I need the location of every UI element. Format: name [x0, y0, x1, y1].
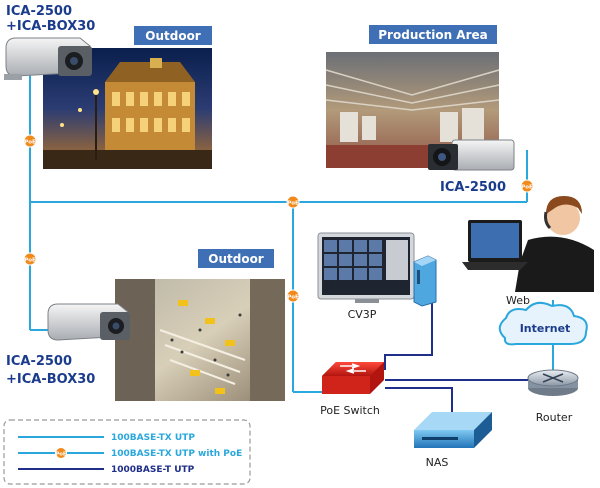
tag-outdoor-top: Outdoor [134, 26, 212, 45]
label-web: Web [506, 294, 530, 307]
poe-badges: PoE PoE PoE PoE PoE [23, 134, 534, 303]
svg-text:PoE: PoE [24, 140, 36, 146]
svg-text:PoE: PoE [24, 258, 36, 264]
label-cv3p: CV3P [348, 308, 377, 321]
camera-production-icon [428, 139, 515, 171]
svg-text:PoE: PoE [521, 185, 533, 191]
svg-text:PoE: PoE [56, 452, 67, 458]
label-camera-top-housing: +ICA-BOX30 [6, 19, 95, 34]
tag-production-area: Production Area [369, 25, 497, 44]
web-user-icon [462, 196, 594, 292]
legend-label-utp: 100BASE-TX UTP [111, 433, 195, 443]
poe-switch-icon [322, 362, 384, 394]
legend-label-utp-poe: 100BASE-TX UTP with PoE [111, 449, 242, 459]
tag-outdoor-top-label: Outdoor [145, 29, 201, 43]
poe-badge-center-top: PoE [286, 195, 300, 209]
svg-text:PoE: PoE [287, 295, 299, 301]
nas-icon [414, 412, 492, 448]
legend-item-utp: 100BASE-TX UTP [18, 433, 195, 443]
poe-badge-left-lower: PoE [23, 252, 37, 266]
legend: 100BASE-TX UTP PoE 100BASE-TX UTP with P… [3, 419, 251, 485]
camera-box-top-icon [4, 37, 92, 80]
label-camera-bottom-model: ICA-2500 [6, 354, 72, 369]
photo-outdoor-bottom [115, 279, 285, 401]
label-nas: NAS [426, 456, 449, 469]
tag-production-area-label: Production Area [378, 28, 487, 42]
router-icon [527, 369, 579, 396]
cable-switch-nas [385, 387, 453, 412]
legend-label-gigabit: 1000BASE-T UTP [111, 465, 195, 475]
poe-badge-center-lower: PoE [286, 289, 300, 303]
tag-outdoor-bottom: Outdoor [198, 249, 274, 268]
label-camera-bottom-housing: +ICA-BOX30 [6, 372, 95, 387]
cv3p-monitor-icon [317, 232, 415, 303]
legend-item-gigabit: 1000BASE-T UTP [18, 465, 195, 475]
cv3p-pc-tower-icon [413, 255, 437, 307]
label-router: Router [536, 411, 573, 424]
tag-outdoor-bottom-label: Outdoor [208, 252, 264, 266]
label-camera-production-model: ICA-2500 [440, 180, 506, 195]
poe-badge-production: PoE [520, 179, 534, 193]
legend-item-utp-poe: PoE 100BASE-TX UTP with PoE [18, 447, 242, 459]
label-poe-switch: PoE Switch [320, 404, 380, 417]
cable-cv3p-switch [384, 300, 433, 370]
poe-badge-top-left: PoE [23, 134, 37, 148]
camera-box-bottom-icon [47, 303, 130, 341]
label-camera-top-model: ICA-2500 [6, 4, 72, 19]
svg-text:PoE: PoE [287, 201, 299, 207]
internet-cloud-icon [498, 301, 588, 346]
label-internet: Internet [520, 322, 571, 335]
